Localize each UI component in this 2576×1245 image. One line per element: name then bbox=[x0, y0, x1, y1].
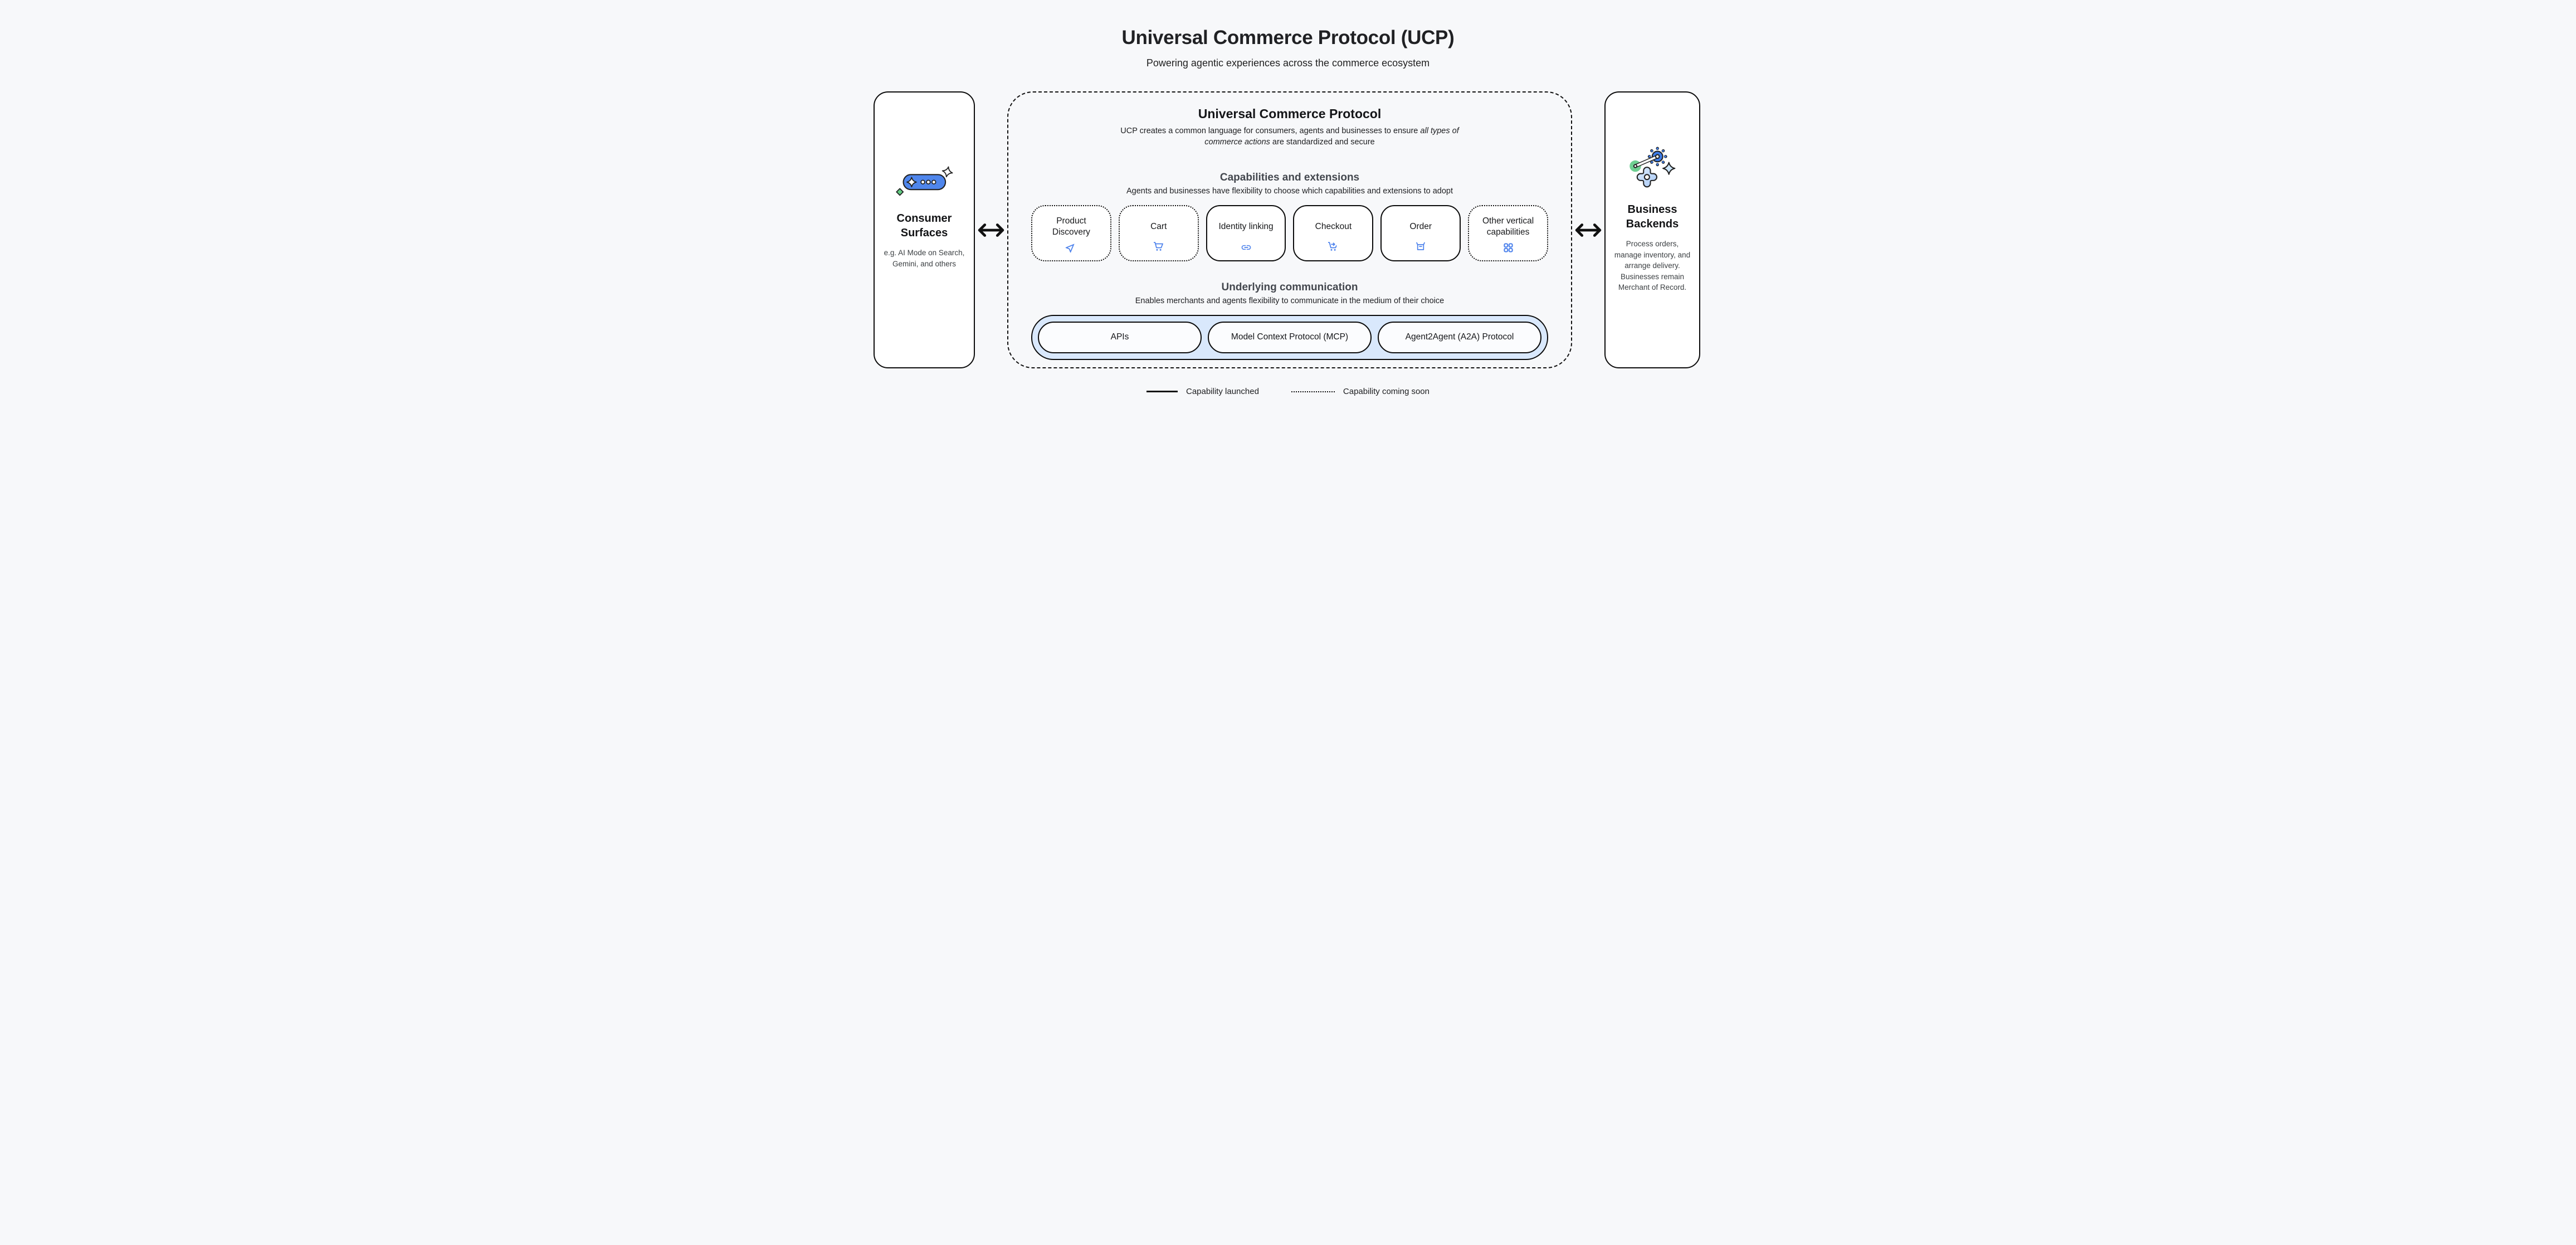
capabilities-section-subtitle: Agents and businesses have flexibility t… bbox=[1126, 186, 1453, 196]
right-bidirectional-arrow bbox=[1572, 91, 1604, 368]
page-subtitle: Powering agentic experiences across the … bbox=[1146, 57, 1430, 69]
main-row: Consumer Surfaces e.g. AI Mode on Search… bbox=[874, 91, 1700, 368]
double-arrow-icon bbox=[978, 223, 1004, 237]
ucp-diagram-page: Universal Commerce Protocol (UCP) Poweri… bbox=[851, 0, 1725, 422]
gears-linkage-illustration-icon bbox=[1629, 147, 1676, 188]
ucp-panel-description: UCP creates a common language for consum… bbox=[1116, 125, 1463, 148]
capability-label: Other vertical capabilities bbox=[1482, 216, 1534, 237]
double-arrow-icon bbox=[1575, 223, 1602, 237]
cart-checkout-icon bbox=[1327, 240, 1339, 253]
capabilities-section-title: Capabilities and extensions bbox=[1219, 171, 1360, 183]
business-backends-description: Process orders, manage inventory, and ar… bbox=[1614, 240, 1691, 292]
open-box-icon bbox=[1414, 240, 1427, 253]
consumer-surfaces-title: Consumer Surfaces bbox=[896, 212, 952, 240]
dotted-line-swatch bbox=[1291, 391, 1335, 392]
capability-label: Checkout bbox=[1315, 221, 1352, 231]
capability-card-product-discovery: Product Discovery bbox=[1031, 205, 1111, 261]
communication-section-title: Underlying communication bbox=[1221, 281, 1358, 293]
ucp-desc-prefix: UCP creates a common language for consum… bbox=[1120, 127, 1421, 135]
comm-pill-a2a: Agent2Agent (A2A) Protocol bbox=[1378, 321, 1541, 353]
capability-label: Cart bbox=[1150, 221, 1167, 231]
left-bidirectional-arrow bbox=[975, 91, 1007, 368]
capability-label: Order bbox=[1409, 221, 1432, 231]
consumer-surfaces-panel: Consumer Surfaces e.g. AI Mode on Search… bbox=[874, 91, 975, 368]
capability-cards-row: Product Discovery Cart bbox=[1019, 205, 1560, 261]
chat-pill-sparkles-illustration-icon bbox=[896, 166, 953, 196]
shopping-cart-icon bbox=[1153, 240, 1165, 253]
page-title: Universal Commerce Protocol (UCP) bbox=[1121, 27, 1455, 48]
grid-view-icon bbox=[1503, 240, 1514, 253]
capability-card-checkout: Checkout bbox=[1293, 205, 1374, 261]
business-backends-title: Business Backends bbox=[1626, 203, 1679, 231]
link-icon bbox=[1241, 240, 1252, 253]
ucp-panel: Universal Commerce Protocol UCP creates … bbox=[1007, 91, 1572, 368]
legend-coming-soon-label: Capability coming soon bbox=[1343, 387, 1430, 396]
ucp-desc-italic: all types of commerce actions bbox=[1204, 127, 1459, 147]
comm-pill-mcp: Model Context Protocol (MCP) bbox=[1208, 321, 1372, 353]
consumer-surfaces-description: e.g. AI Mode on Search, Gemini, and othe… bbox=[884, 249, 965, 268]
communication-container: APIs Model Context Protocol (MCP) Agent2… bbox=[1031, 314, 1548, 360]
capability-label: Identity linking bbox=[1218, 221, 1274, 231]
capability-card-cart: Cart bbox=[1118, 205, 1199, 261]
legend-item-coming-soon: Capability coming soon bbox=[1291, 387, 1430, 396]
solid-line-swatch bbox=[1146, 391, 1178, 392]
legend-item-launched: Capability launched bbox=[1146, 387, 1259, 396]
capability-card-order: Order bbox=[1380, 205, 1461, 261]
comm-pill-apis: APIs bbox=[1038, 321, 1202, 353]
communication-section-subtitle: Enables merchants and agents flexibility… bbox=[1135, 296, 1445, 305]
business-backends-panel: Business Backends Process orders, manage… bbox=[1604, 91, 1700, 368]
legend: Capability launched Capability coming so… bbox=[851, 387, 1725, 396]
capability-card-identity-linking: Identity linking bbox=[1206, 205, 1286, 261]
capability-card-other-vertical: Other vertical capabilities bbox=[1468, 205, 1548, 261]
navigation-arrow-icon bbox=[1065, 240, 1077, 253]
legend-launched-label: Capability launched bbox=[1185, 387, 1259, 396]
capability-label: Product Discovery bbox=[1052, 216, 1090, 237]
ucp-panel-title: Universal Commerce Protocol bbox=[1198, 106, 1382, 121]
ucp-desc-suffix: are standardized and secure bbox=[1270, 138, 1375, 147]
